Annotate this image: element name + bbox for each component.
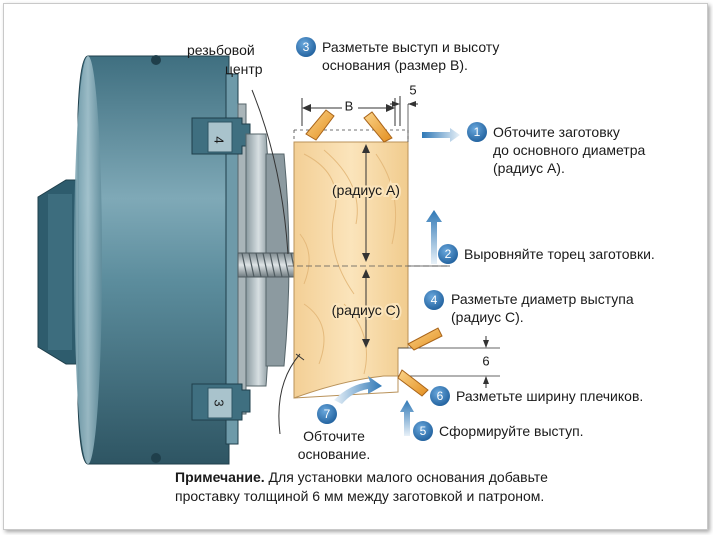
jaw-number-4: 4 xyxy=(212,136,227,143)
note-line1: Для установки малого основания добавьте xyxy=(264,469,548,485)
jaw-number-3: 3 xyxy=(212,399,227,406)
thread-ridge xyxy=(269,252,276,278)
step-2-number: 2 xyxy=(445,247,452,261)
bolt xyxy=(151,453,161,463)
step-1-text-line2: до основного диаметра xyxy=(493,142,645,158)
cutting-tool-top-left xyxy=(305,109,335,141)
thread-ridge xyxy=(248,252,255,278)
thread-ridge xyxy=(283,252,290,278)
step-1-text-line3: (радиус A). xyxy=(493,160,565,176)
cutting-tool-shoulder xyxy=(407,327,443,351)
step-4-number: 4 xyxy=(431,293,438,307)
step-1: 1 Обточите заготовку до основного диамет… xyxy=(467,122,645,176)
step-3: 3 Разметьте выступ и высоту основания (р… xyxy=(296,37,499,73)
step-2: 2 Выровняйте торец заготовки. xyxy=(438,244,655,264)
thread-ridge xyxy=(241,252,248,278)
step-2-text: Выровняйте торец заготовки. xyxy=(464,246,655,262)
step-7: 7 Обточите основание. xyxy=(298,404,371,462)
step-1-number: 1 xyxy=(474,125,481,139)
step-3-text-line1: Разметьте выступ и высоту xyxy=(322,39,499,55)
step-4-text-line1: Разметьте диаметр выступа xyxy=(451,291,634,307)
step-4: 4 Разметьте диаметр выступа (радиус C). xyxy=(424,290,634,325)
wood-blank xyxy=(293,141,409,399)
jaw-3: 3 xyxy=(191,383,251,421)
step-6: 6 Разметьте ширину плечиков. xyxy=(430,386,643,406)
step-6-number: 6 xyxy=(437,389,444,403)
note: Примечание. Для установки малого основан… xyxy=(175,468,695,506)
step-4-text-line2: (радиус C). xyxy=(451,309,524,325)
bolt xyxy=(151,55,161,65)
dimension-5: 5 xyxy=(390,83,418,126)
step-1-text-line1: Обточите заготовку xyxy=(493,124,620,140)
cutting-tool-width xyxy=(397,369,429,397)
dimension-b: B xyxy=(301,98,396,126)
step-7-text-line1: Обточите xyxy=(303,428,365,444)
step-6-text: Разметьте ширину плечиков. xyxy=(456,388,643,404)
leader-threaded-center xyxy=(251,89,289,255)
arrow-step-1 xyxy=(422,128,460,142)
arrow-step-7 xyxy=(334,376,382,404)
thread-ridge xyxy=(276,252,283,278)
jaw-4: 4 xyxy=(191,117,251,155)
threaded-center-label-line2: центр xyxy=(225,61,263,77)
arrow-step-5 xyxy=(400,400,414,436)
radius-c-label: (радиус C) xyxy=(332,302,401,318)
step-7-number: 7 xyxy=(324,407,331,421)
step-5: 5 Сформируйте выступ. xyxy=(413,421,584,441)
threaded-center-label-line1: резьбовой xyxy=(187,42,255,58)
step-3-text-line2: основания (размер B). xyxy=(322,57,468,73)
workpiece: (радиус A) (радиус C) xyxy=(288,141,450,399)
thread-ridge xyxy=(262,252,269,278)
leader-step-7 xyxy=(278,353,301,435)
dim-5-label: 5 xyxy=(409,83,416,98)
diagram-frame: 4 3 xyxy=(3,3,708,530)
step-7-text-line2: основание. xyxy=(298,446,371,462)
step-3-number: 3 xyxy=(303,40,310,54)
step-5-number: 5 xyxy=(420,424,427,438)
dim-6-label: 6 xyxy=(482,354,489,369)
note-title: Примечание. xyxy=(175,469,265,485)
arrow-step-2 xyxy=(426,210,442,264)
lathe-diagram: 4 3 xyxy=(37,37,655,465)
note-line2: проставку толщиной 6 мм между заготовкой… xyxy=(175,488,545,504)
step-5-text: Сформируйте выступ. xyxy=(439,423,584,439)
thread-ridge xyxy=(255,252,262,278)
cutting-tool-top-right xyxy=(363,111,393,143)
dim-b-label: B xyxy=(345,99,354,114)
radius-a-label: (радиус A) xyxy=(332,182,400,198)
